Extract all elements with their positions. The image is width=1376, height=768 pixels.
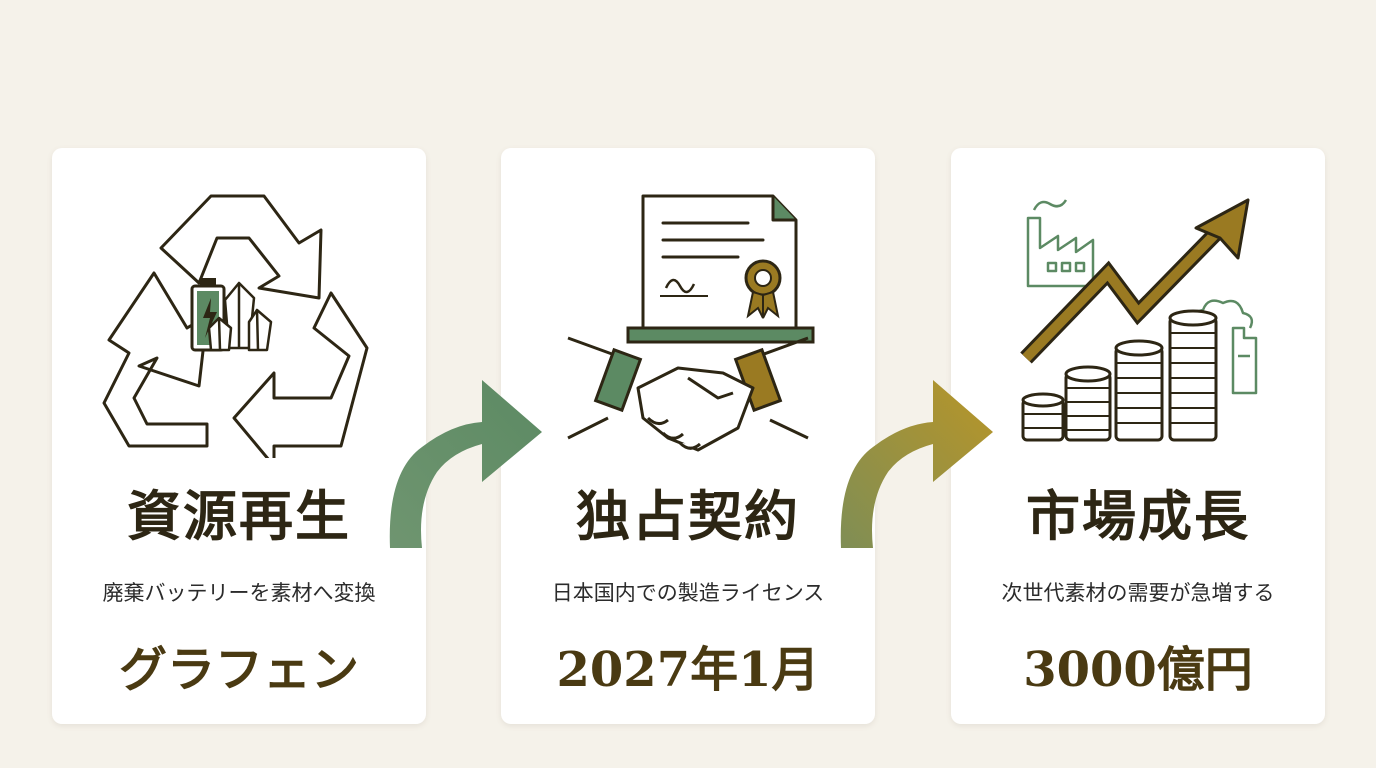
flow-arrow-icon (389, 380, 542, 548)
step-title: 市場成長 (1026, 484, 1250, 548)
step-card-contract: 独占契約 日本国内での製造ライセンス 2027年1月 (501, 148, 875, 724)
step-title: 独占契約 (576, 484, 800, 548)
step-subtitle: 次世代素材の需要が急増する (1001, 581, 1275, 605)
step-subtitle: 日本国内での製造ライセンス (551, 581, 825, 605)
step-value: 3000億円 (1023, 642, 1253, 698)
flow-arrow-icon (840, 380, 993, 548)
recycle-icon (102, 194, 369, 458)
step-value: グラフェン (118, 642, 359, 698)
step-title: 資源再生 (127, 484, 351, 548)
market-growth-icon (1020, 198, 1258, 442)
step-value: 2027年1月 (556, 642, 820, 698)
step-subtitle: 廃棄バッテリーを素材へ変換 (102, 581, 376, 605)
step-card-resource: 資源再生 廃棄バッテリーを素材へ変換 グラフェン (52, 148, 426, 724)
handshake-contract-icon (567, 194, 815, 452)
step-card-market: 市場成長 次世代素材の需要が急増する 3000億円 (951, 148, 1325, 724)
